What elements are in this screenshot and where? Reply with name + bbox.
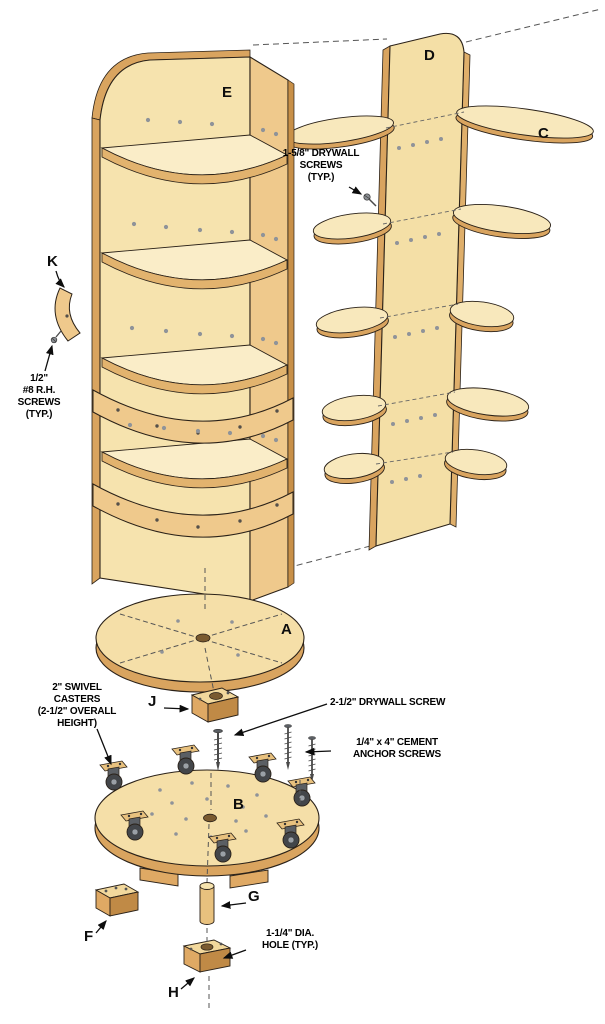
trim-band-k (54, 287, 81, 342)
part-label-h: H (168, 984, 179, 1001)
shelf-right-tier2 (452, 203, 552, 239)
corner-shelf-unit-e (54, 49, 295, 602)
screw-holes-e (127, 117, 279, 443)
quarter-shelf-tier1 (100, 134, 288, 185)
pivot-block-h (182, 939, 232, 973)
callout-drywall-screws-158: 1-5/8" DRYWALL SCREWS (TYP.) (282, 148, 360, 183)
tiny-screw-158 (363, 193, 377, 207)
part-label-d: D (424, 47, 435, 64)
quarter-shelf-tier4 (100, 438, 288, 489)
screw-holes-d (390, 137, 443, 484)
leader-arrows (44, 186, 363, 990)
caster (171, 744, 200, 775)
callout-drywall-screw-25: 2-1/2" DRYWALL SCREW (330, 697, 446, 708)
caster (99, 760, 128, 791)
drywall-screw-25 (213, 728, 223, 771)
shelf-right-tier4 (446, 387, 530, 422)
shelf-left-tier3 (315, 306, 389, 339)
callout-dia-hole: 1-1/4" DIA. HOLE (TYP.) (262, 928, 318, 951)
caster (248, 752, 277, 783)
callout-rh-screws: 1/2" #8 R.H. SCREWS (TYP.) (17, 373, 61, 420)
part-label-a: A (281, 621, 292, 638)
shelf-right-tier3 (449, 300, 515, 333)
part-label-j: J (148, 693, 157, 710)
tiny-screw-rh (50, 330, 62, 344)
caster (287, 776, 316, 807)
part-label-b: B (233, 796, 244, 813)
pivot-pin-g (199, 882, 215, 925)
caster (120, 810, 149, 841)
part-label-e: E (222, 84, 233, 101)
shelf-panel-d (286, 32, 594, 551)
shelf-left-tier2 (312, 212, 392, 245)
part-label-k: K (47, 253, 58, 270)
pivot-block-j (190, 687, 240, 723)
part-label-c: C (538, 125, 549, 142)
caster (208, 832, 237, 863)
front-trim-band-upper (92, 389, 294, 444)
callout-anchor-screws: 1/4" x 4" CEMENT ANCHOR SCREWS (353, 737, 441, 760)
center-hole-b (203, 813, 217, 823)
spacer-block-f (94, 883, 140, 917)
quarter-shelf-tier3 (100, 344, 288, 395)
hidden-shelf-lines (375, 111, 465, 465)
shelf-left-tier5 (323, 452, 385, 484)
anchor-screw-1 (284, 724, 292, 770)
caster (276, 818, 305, 849)
quarter-shelf-tier2 (100, 239, 288, 290)
front-trim-band-lower (92, 483, 294, 538)
callout-swivel-casters: 2" SWIVEL CASTERS (2-1/2" OVERALL HEIGHT… (37, 682, 117, 729)
shelf-right-tier5 (444, 448, 508, 481)
connector-dashed-lines (252, 8, 602, 569)
top-disc-a (95, 593, 305, 693)
caster-base-b (94, 744, 320, 889)
part-label-f: F (84, 928, 94, 945)
shelf-left-tier4 (321, 394, 387, 427)
anchor-screw-2 (308, 736, 316, 782)
shelf-right-tier1-c (455, 105, 594, 144)
swivel-casters (99, 744, 316, 863)
part-label-g: G (248, 888, 260, 905)
center-hole-a (195, 633, 211, 643)
alignment-dashed-lines (204, 568, 301, 1008)
